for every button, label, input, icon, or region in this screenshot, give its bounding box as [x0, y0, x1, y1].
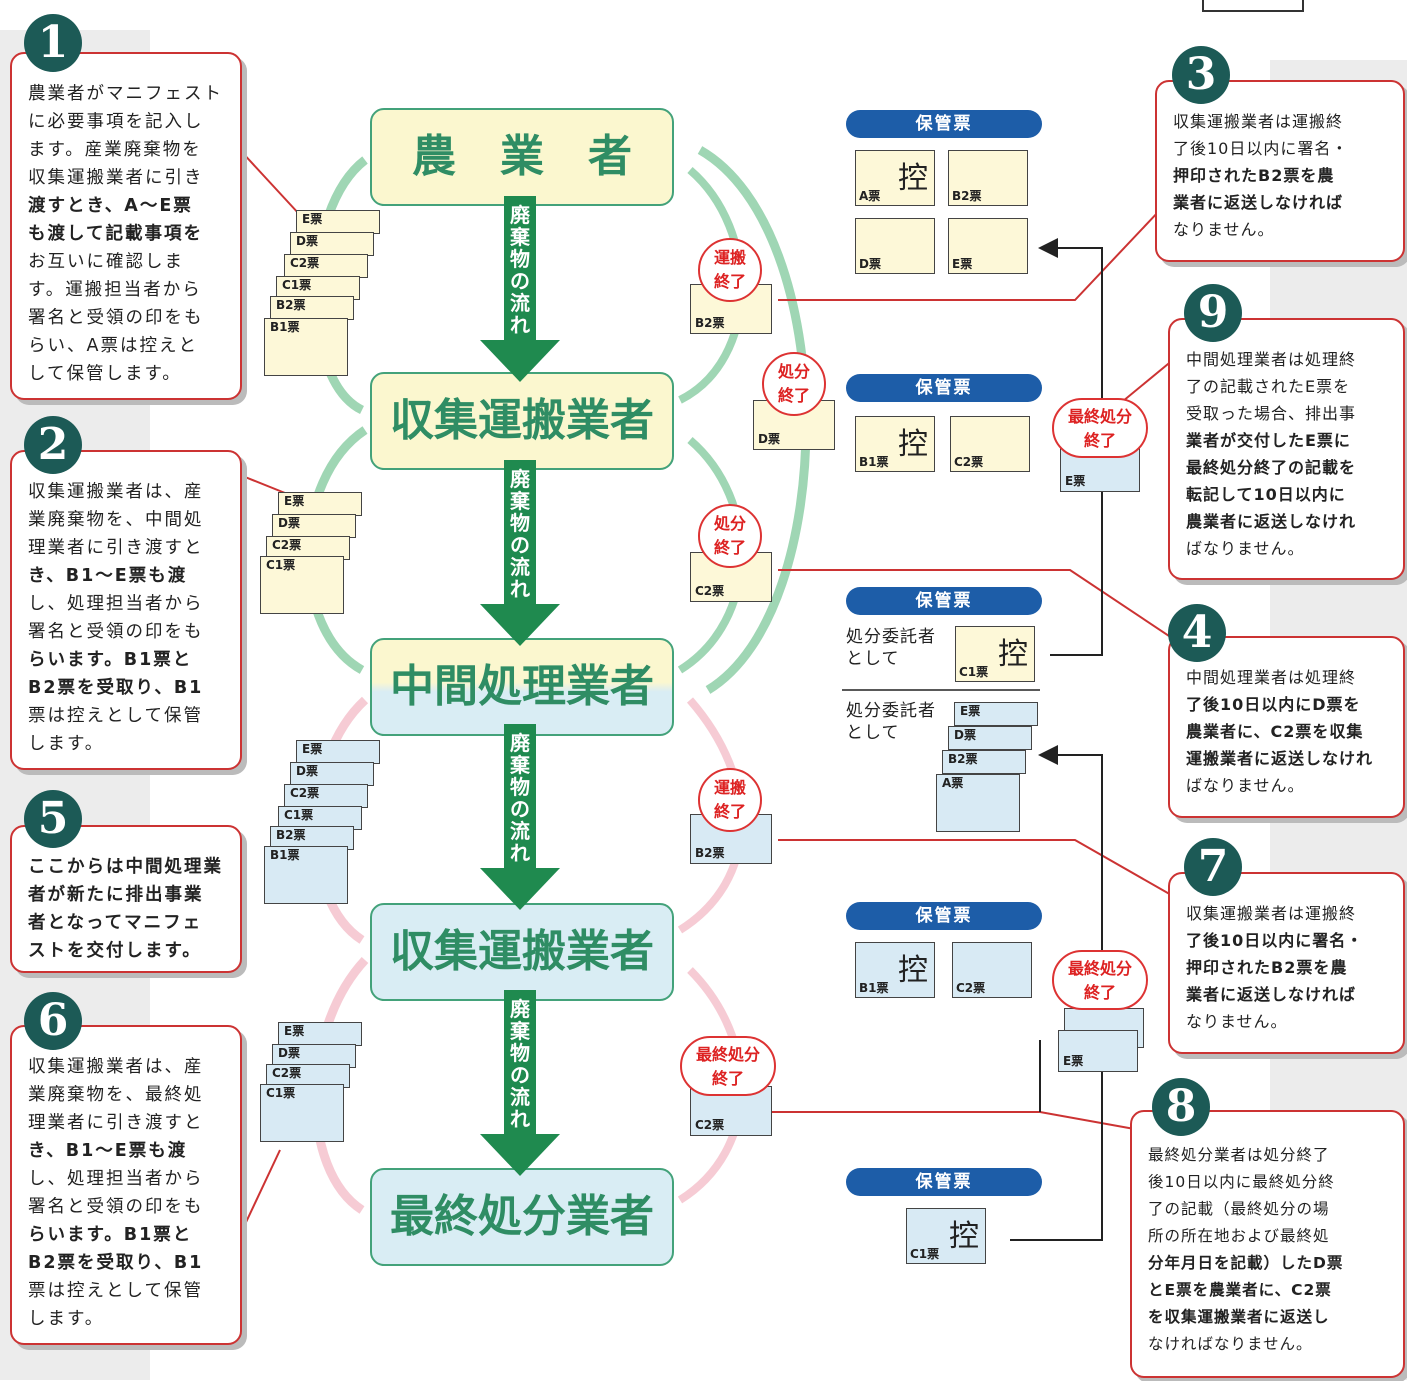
slip-b1: B1票 [264, 318, 348, 376]
stage-collector-1: 収集運搬業者 [370, 372, 674, 470]
stage-final-disposal: 最終処分業者 [370, 1168, 674, 1266]
slip-b2: B2票 [270, 296, 354, 320]
slip-e: E票 [278, 1022, 362, 1046]
slip-a: A票 [936, 774, 1020, 832]
stamp-disposal-done-2: 処分終了 [698, 504, 762, 568]
stamp-transport-done-1: 運搬終了 [698, 238, 762, 302]
step-number-5: 5 [24, 790, 82, 848]
slip-d: D票 [290, 232, 374, 256]
storage-label-1: 保管票 [846, 110, 1042, 138]
step-number-7: 7 [1184, 838, 1242, 896]
callout-6-text: 収集運搬業者は、産業廃棄物を、最終処理業者に引き渡すとき、B1〜E票も渡し、処理… [28, 1057, 204, 1329]
stamp-disposal-done-1: 処分終了 [762, 352, 826, 416]
callout-5-text: ここからは中間処理業者が新たに排出事業者となってマニフェストを交付します。 [28, 857, 223, 961]
slip-e: E票 [954, 702, 1038, 726]
flow-arrow-4: 廃棄物の流れ [480, 990, 560, 1180]
returned-slip-d: D票 [753, 400, 835, 450]
flow-arrow-1: 廃棄物の流れ [480, 196, 560, 386]
step-number-3: 3 [1172, 46, 1230, 104]
callout-1-text: 農業者がマニフェストに必要事項を記入します。産業廃棄物を収集運搬業者に引き渡すと… [28, 84, 223, 384]
callout-9: 中間処理業者は処理終了の記載されたE票を受取った場合、排出事業者が交付したE票に… [1168, 318, 1405, 580]
flow-arrow-3: 廃棄物の流れ [480, 724, 560, 914]
step-number-8: 8 [1152, 1078, 1210, 1136]
stage-farmer: 農 業 者 [370, 108, 674, 206]
step-number-9: 9 [1184, 284, 1242, 342]
flow-arrow-2: 廃棄物の流れ [480, 460, 560, 650]
callout-3: 収集運搬業者は運搬終了後10日以内に署名・押印されたB2票を農業者に返送しなけれ… [1155, 80, 1405, 262]
callout-7-text: 収集運搬業者は運搬終了後10日以内に署名・押印されたB2票を農業者に返送しなけれ… [1186, 904, 1364, 1031]
callout-7: 収集運搬業者は運搬終了後10日以内に署名・押印されたB2票を農業者に返送しなけれ… [1168, 872, 1405, 1054]
storage-slip-e: E票 [948, 218, 1028, 274]
callout-2: 収集運搬業者は、産業廃棄物を、中間処理業者に引き渡すとき、B1〜E票も渡し、処理… [10, 450, 242, 770]
top-right-box [1202, 0, 1304, 12]
slip-b1: B1票 [264, 846, 348, 904]
storage-label-2: 保管票 [846, 374, 1042, 402]
slip-e: E票 [296, 210, 380, 234]
stamp-final-done-2: 最終処分終了 [1052, 950, 1148, 1010]
slip-c2: C2票 [284, 254, 368, 278]
storage-label-5: 保管票 [846, 1168, 1042, 1196]
storage-label-4: 保管票 [846, 902, 1042, 930]
flow-label: 廃棄物の流れ [504, 724, 536, 874]
storage-slip-c2: C2票 [950, 416, 1030, 472]
callout-1: 農業者がマニフェストに必要事項を記入します。産業廃棄物を収集運搬業者に引き渡すと… [10, 52, 242, 400]
slip-c1: C1票 [260, 1084, 344, 1142]
callout-4-text: 中間処理業者は処理終了後10日以内にD票を農業者に、C2票を収集運搬業者に返送し… [1186, 668, 1374, 795]
step-number-1: 1 [24, 14, 82, 72]
callout-8: 最終処分業者は処分終了後10日以内に最終処分終了の記載（最終処分の場所の所在地お… [1130, 1110, 1405, 1378]
stage-intermediate: 中間処理業者 [370, 638, 674, 736]
entrust-label-1: 処分委託者として [846, 627, 936, 669]
flow-label: 廃棄物の流れ [504, 460, 536, 610]
callout-8-text: 最終処分業者は処分終了後10日以内に最終処分終了の記載（最終処分の場所の所在地お… [1148, 1146, 1344, 1353]
slip-c2: C2票 [284, 784, 368, 808]
step-number-2: 2 [24, 416, 82, 474]
stage-collector-2: 収集運搬業者 [370, 903, 674, 1001]
slip-b2: B2票 [942, 750, 1026, 774]
slip-d: D票 [948, 726, 1032, 750]
storage-slip-b2: B2票 [948, 150, 1028, 206]
storage-slip-d: D票 [855, 218, 935, 274]
callout-2-text: 収集運搬業者は、産業廃棄物を、中間処理業者に引き渡すとき、B1〜E票も渡し、処理… [28, 482, 204, 754]
slip-e: E票 [296, 740, 380, 764]
flow-label: 廃棄物の流れ [504, 196, 536, 346]
slip-e: E票 [278, 492, 362, 516]
returned-slip-e-2: E票 [1058, 1030, 1138, 1072]
stamp-final-done-3: 最終処分終了 [680, 1036, 776, 1096]
slip-c1: C1票 [260, 556, 344, 614]
stamp-final-done-1: 最終処分終了 [1052, 398, 1148, 458]
stamp-transport-done-2: 運搬終了 [698, 768, 762, 832]
slip-d: D票 [290, 762, 374, 786]
entrust-label-2: 処分委託者として [846, 701, 936, 743]
slip-d: D票 [272, 514, 356, 538]
storage-slip-c2-2: C2票 [952, 942, 1032, 998]
callout-9-text: 中間処理業者は処理終了の記載されたE票を受取った場合、排出事業者が交付したE票に… [1186, 350, 1357, 558]
callout-4: 中間処理業者は処理終了後10日以内にD票を農業者に、C2票を収集運搬業者に返送し… [1168, 636, 1405, 818]
flow-label: 廃棄物の流れ [504, 990, 536, 1140]
step-number-4: 4 [1168, 604, 1226, 662]
callout-6: 収集運搬業者は、産業廃棄物を、最終処理業者に引き渡すとき、B1〜E票も渡し、処理… [10, 1025, 242, 1345]
callout-5: ここからは中間処理業者が新たに排出事業者となってマニフェストを交付します。 [10, 825, 242, 973]
step-number-6: 6 [24, 992, 82, 1050]
callout-3-text: 収集運搬業者は運搬終了後10日以内に署名・押印されたB2票を農業者に返送しなけれ… [1173, 112, 1349, 239]
storage-label-3: 保管票 [846, 587, 1042, 615]
